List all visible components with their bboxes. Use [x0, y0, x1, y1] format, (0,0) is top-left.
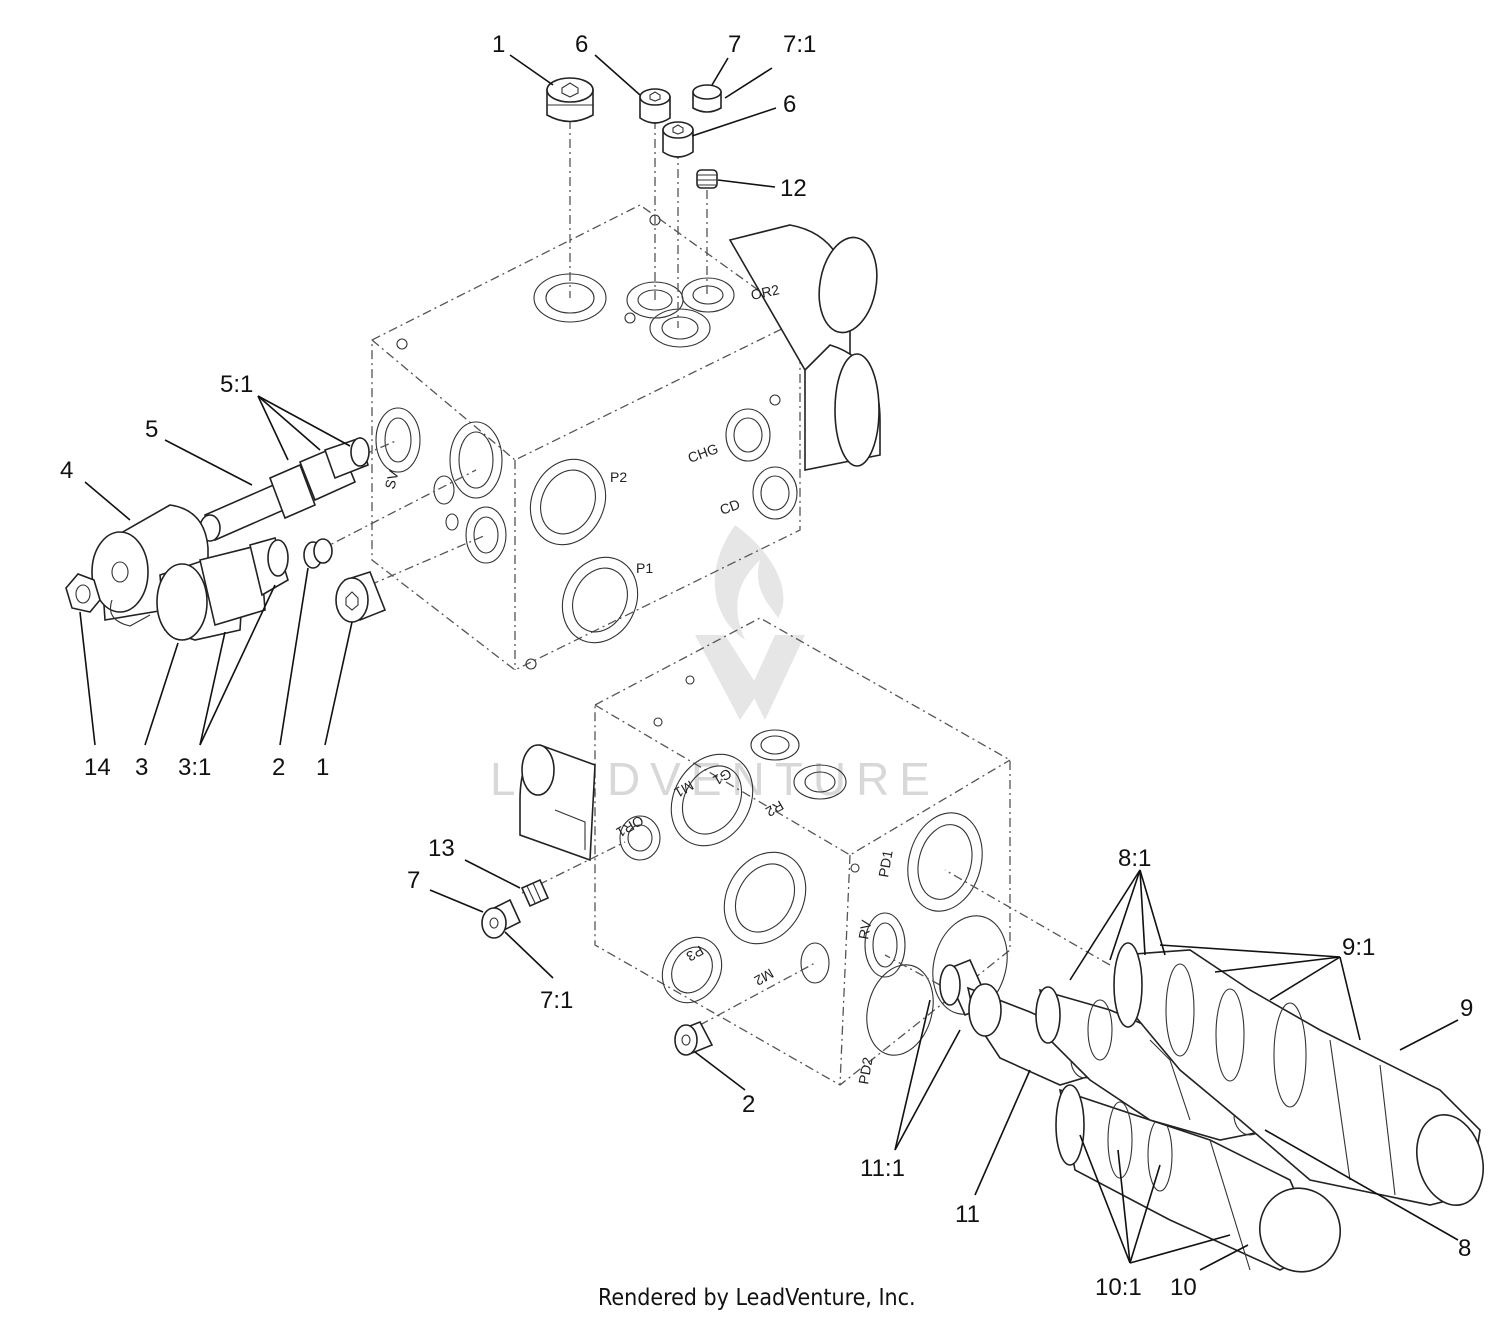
callout-7-1: 7:1	[783, 31, 816, 58]
port-label-pd2: PD2	[855, 1056, 876, 1086]
lower-parts	[481, 878, 1484, 1273]
port-label-p1: P1	[636, 560, 653, 576]
callout-5-1: 5:1	[220, 371, 253, 398]
callout-7: 7	[407, 867, 420, 894]
callout-13: 13	[428, 835, 455, 862]
callout-4: 4	[60, 457, 73, 484]
callout-9: 9	[1460, 995, 1473, 1022]
callout-7: 7	[728, 31, 741, 58]
port-label-rv: RV	[855, 918, 874, 940]
port-label-r2: R2	[763, 797, 787, 820]
cartridge-9	[1113, 942, 1484, 1206]
plug-7-lower	[481, 898, 522, 939]
callouts: 1 6 7 7:1 6 12 5:1 5 4 14 3 3:1 2 1 13 7…	[60, 31, 1473, 1301]
callout-14: 14	[84, 754, 111, 781]
assembly-centerlines	[319, 120, 1111, 1026]
seal-2-upper	[303, 538, 333, 569]
valve-5	[199, 436, 370, 542]
callout-3-1: 3:1	[178, 754, 211, 781]
upper-parts	[65, 77, 722, 641]
callout-8: 8	[1458, 1235, 1471, 1262]
callout-6: 6	[575, 31, 588, 58]
callout-11: 11	[955, 1201, 980, 1228]
port-label-or1: OR1	[613, 812, 646, 840]
valve-3	[156, 537, 289, 641]
upper-manifold-block	[371, 204, 881, 671]
port-label-sv: SV	[381, 468, 401, 491]
callout-8-1: 8:1	[1118, 845, 1151, 872]
cartridge-10	[1055, 1084, 1342, 1273]
port-label-or2: OR2	[749, 281, 781, 303]
port-label-p2: P2	[610, 469, 627, 485]
callout-12: 12	[780, 175, 807, 202]
plug-1-top	[546, 77, 594, 123]
orifice-13	[520, 878, 550, 908]
plug-2-lower	[674, 1020, 714, 1056]
port-label-pd1: PD1	[875, 849, 896, 879]
leader-lines	[79, 54, 1459, 1271]
upper-port-labels: OR2 SV CHG P2 CD P1	[381, 281, 781, 576]
callout-9-1: 9:1	[1342, 934, 1375, 961]
lower-port-labels: G1 R2 M1 OR1 PD1 RV P3 M2 PD2	[613, 765, 895, 1085]
callout-2: 2	[272, 754, 285, 781]
callout-10: 10	[1170, 1274, 1197, 1301]
orifice-12	[696, 169, 718, 189]
plug-7-top	[692, 84, 722, 113]
callout-2: 2	[742, 1091, 755, 1118]
footer-credit: Rendered by LeadVenture, Inc.	[598, 1285, 916, 1311]
lower-manifold-block	[519, 617, 1011, 1086]
nut-14	[65, 573, 101, 613]
callout-11-1: 11:1	[860, 1155, 905, 1182]
callout-5: 5	[145, 416, 158, 443]
port-label-cd: CD	[718, 496, 742, 518]
callout-6: 6	[783, 91, 796, 118]
plug-6-a	[639, 88, 671, 124]
callout-10-1: 10:1	[1095, 1274, 1142, 1301]
callout-3: 3	[135, 754, 148, 781]
callout-1: 1	[316, 754, 329, 781]
plug-1-left	[335, 571, 387, 623]
port-label-p3: P3	[683, 942, 706, 965]
plug-6-b	[662, 121, 694, 158]
callout-7-1: 7:1	[540, 987, 573, 1014]
callout-1: 1	[492, 31, 505, 58]
port-label-chg: CHG	[686, 440, 721, 466]
